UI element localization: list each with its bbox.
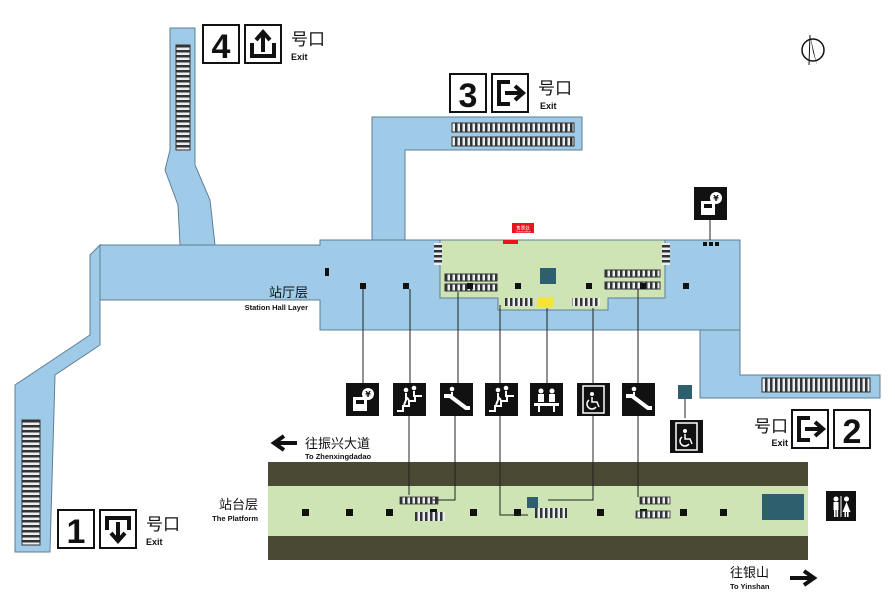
direction-right-en: To Yinshan: [730, 582, 770, 591]
exit-1-suffix-en: Exit: [146, 537, 163, 547]
exit-1-number: 1: [67, 513, 86, 551]
platform-escalator-2: [535, 508, 567, 518]
track-bottom: [268, 536, 808, 560]
arrow-right-icon: [790, 569, 818, 587]
platform-label-cn: 站台层: [219, 498, 258, 513]
svg-text:¥: ¥: [365, 390, 371, 399]
ticket-office-label-en: Ticket office: [515, 230, 531, 234]
arrow-right-exit-icon: [791, 409, 829, 449]
direction-left-en: To Zhenxingdadao: [305, 452, 372, 461]
platform-stairs-1: [415, 512, 445, 521]
exit-3-suffix-cn: 号口: [538, 79, 572, 99]
exit-4-sign: 4 号口 Exit: [202, 24, 325, 66]
hall-label-cn: 站厅层: [269, 286, 308, 301]
platform-elevator: [527, 497, 538, 508]
direction-left: 往振兴大道 To Zhenxingdadao: [270, 434, 372, 461]
exit-2-number: 2: [843, 413, 862, 451]
arrow-up-exit-icon: [244, 24, 282, 64]
escalator-exit-1: [21, 419, 41, 546]
gate-turnstiles: [537, 297, 553, 307]
restroom-block: [762, 494, 804, 520]
accessible-elevator-sign: [670, 420, 703, 453]
direction-right-cn: 往银山: [730, 566, 769, 581]
hall-escalator-right: [604, 269, 661, 278]
paid-gate-left: [434, 243, 442, 265]
exit-4-number: 4: [212, 28, 231, 66]
north-compass-icon: [801, 34, 825, 66]
exit-2-suffix-en: Exit: [771, 438, 788, 448]
stairs-icon: [393, 383, 426, 416]
exit-1-sign: 1 号口 Exit: [57, 509, 180, 551]
ticket-machine-icon: ¥: [346, 383, 379, 416]
exit-1-suffix-cn: 号口: [146, 515, 180, 535]
svg-text:¥: ¥: [713, 194, 719, 203]
exit-4-suffix-cn: 号口: [291, 30, 325, 50]
hall-elevator: [540, 268, 556, 284]
paid-gate-right: [662, 243, 670, 265]
arrow-down-exit-icon: [99, 509, 137, 549]
platform-escalator-3: [639, 496, 671, 505]
accessible-elevator-icon: [577, 383, 610, 416]
arrow-right-exit-icon: [491, 73, 529, 113]
exit-3-number: 3: [459, 77, 478, 115]
platform-escalator-4: [635, 510, 671, 519]
leader-lines: [362, 289, 639, 516]
hall-label-en: Station Hall Layer: [245, 303, 308, 312]
ticket-machine-icon: ¥: [694, 187, 727, 220]
customer-service-icon: [530, 383, 563, 416]
escalator-exit-4: [175, 44, 191, 151]
ticket-office-label: 售票处: [516, 225, 530, 232]
escalator-exit-2: [761, 377, 871, 393]
restroom-icon: [826, 491, 856, 521]
turnstile-right: [572, 298, 600, 306]
platform-label-en: The Platform: [212, 514, 258, 523]
direction-left-cn: 往振兴大道: [305, 437, 370, 452]
exit-3-suffix-en: Exit: [540, 101, 557, 111]
legend-icons: ¥: [346, 383, 655, 416]
turnstile-left: [505, 298, 533, 306]
exit-2-sign: 号口 Exit 2: [754, 409, 871, 451]
escalator-icon: [622, 383, 655, 416]
exit-3-sign: 3 号口 Exit: [449, 73, 572, 115]
track-top: [268, 462, 808, 486]
direction-right: 往银山 To Yinshan: [730, 566, 818, 591]
hall-pillars: [325, 242, 719, 289]
hall-escalator-right-b: [604, 281, 661, 290]
hall-escalator-left: [444, 273, 498, 282]
ticket-office: 售票处 Ticket office: [503, 223, 534, 244]
arrow-left-icon: [270, 434, 297, 452]
passage-exit-3: [371, 116, 583, 241]
escalator-exit-3-b: [451, 136, 575, 147]
exit-4-suffix-en: Exit: [291, 52, 308, 62]
exit-2-elevator: [678, 385, 692, 399]
escalator-exit-3-a: [451, 122, 575, 133]
platform: [268, 462, 808, 560]
exit-2-suffix-cn: 号口: [754, 417, 788, 437]
escalator-icon: [440, 383, 473, 416]
stairs-icon: [485, 383, 518, 416]
